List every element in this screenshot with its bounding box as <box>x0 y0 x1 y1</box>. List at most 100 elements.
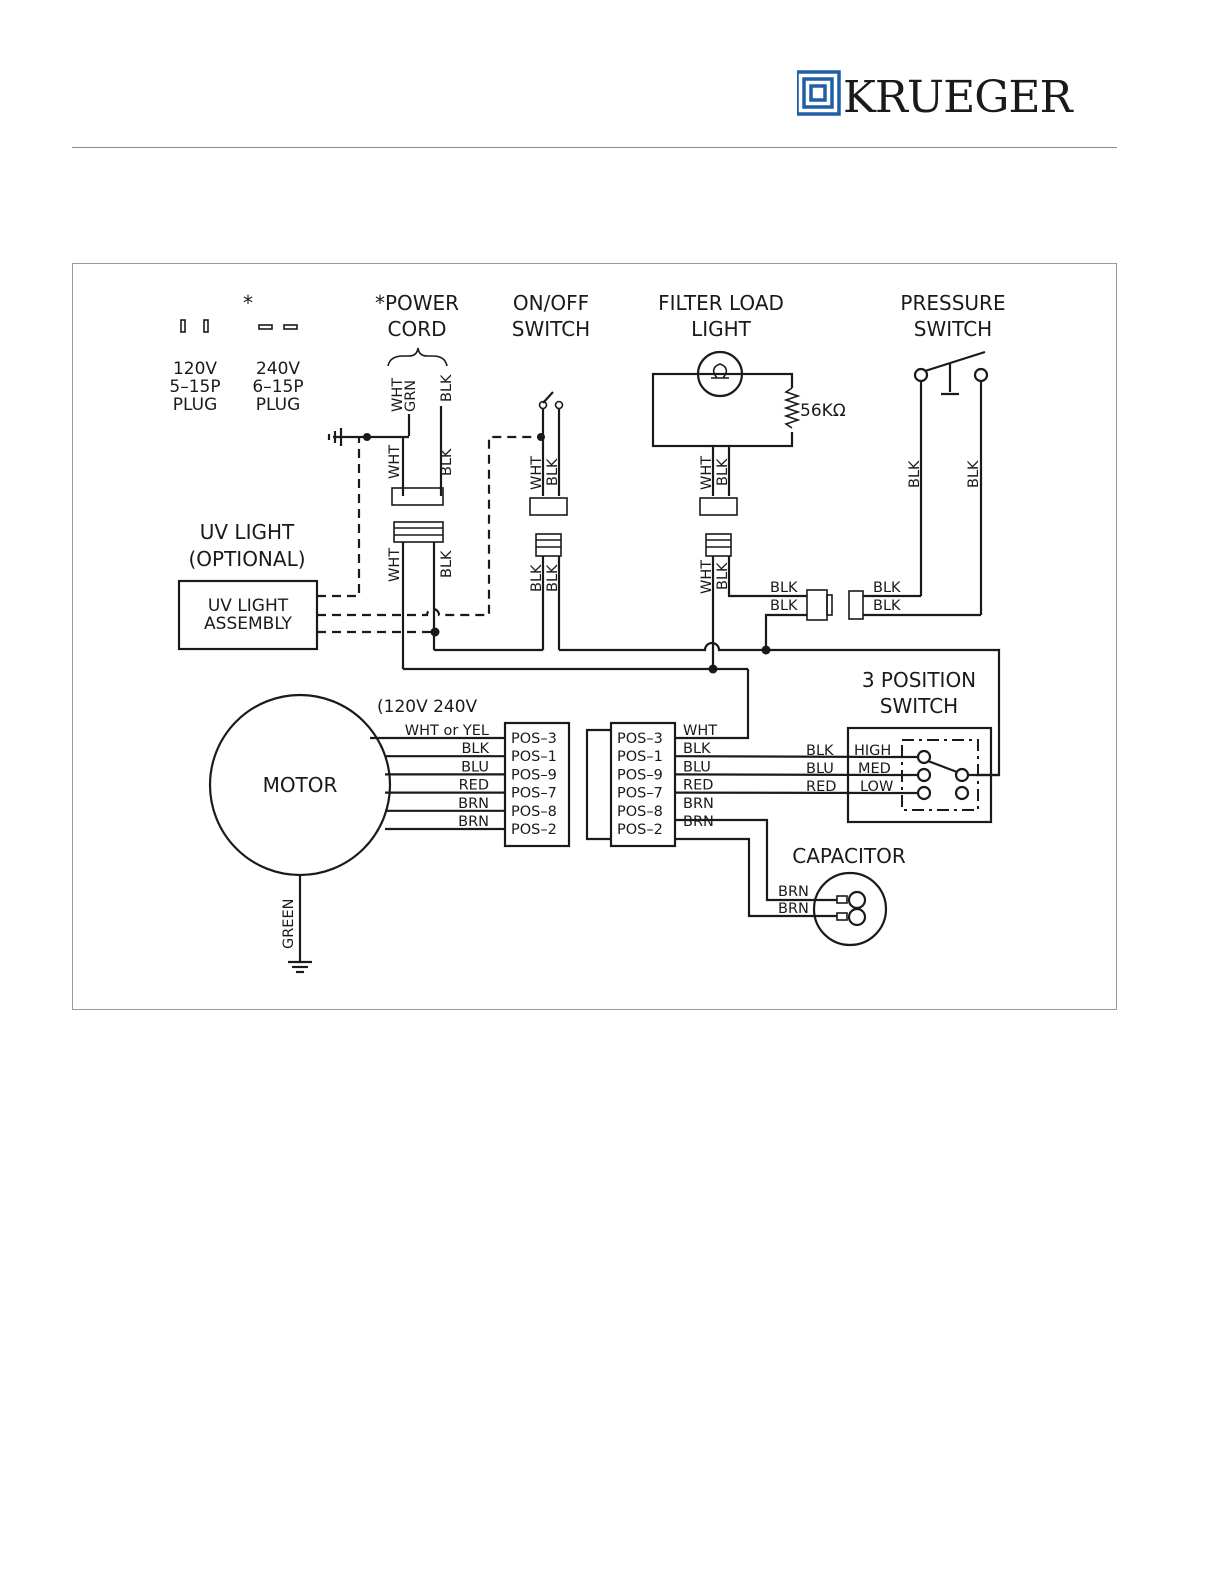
onoff-lower-blk-b-label: BLK <box>545 564 561 592</box>
harness-pos-4: POS–7 <box>617 786 663 802</box>
motor-pos-3: POS–9 <box>511 767 557 783</box>
onoff-plug-connector <box>529 497 568 516</box>
onoff-lower-blk-a-label: BLK <box>529 564 545 592</box>
motor-wire-label-1: WHT or YEL <box>405 723 489 739</box>
pos-jumper-bracket <box>585 728 611 841</box>
pressure-blk-b-label: BLK <box>966 460 982 488</box>
pressure-connector-female <box>848 590 864 620</box>
power-cord-title-1: *POWER <box>375 291 459 315</box>
switch-blk-label: BLK <box>806 743 834 759</box>
cord-lower-blk-label: BLK <box>439 448 455 476</box>
motor-wire-label-3: BLU <box>461 759 489 775</box>
switch3-high: HIGH <box>854 743 891 759</box>
filter-conn-blk-a-label: BLK <box>770 580 798 596</box>
cap-brn-b-label: BRN <box>778 901 809 917</box>
chassis-ground-icon <box>327 428 343 446</box>
onoff-wht-label: WHT <box>529 456 545 490</box>
filter-receptacle-connector <box>705 533 732 557</box>
motor-pos-block <box>503 721 571 848</box>
cord-brace <box>387 347 448 367</box>
harness-wire-label-4: RED <box>683 778 713 794</box>
onoff-lever <box>542 391 554 404</box>
filter-wht-label: WHT <box>699 456 715 490</box>
harness-pos-block <box>609 721 677 848</box>
harness-wire-label-5: BRN <box>683 796 714 812</box>
onoff-switch: WHT BLK BLK BLK <box>529 391 568 592</box>
motor-label: MOTOR <box>263 773 338 797</box>
onoff-contact-b <box>554 400 564 410</box>
cord-wire-grn-label: GRN <box>403 380 419 412</box>
filter-plug-connector <box>699 497 738 516</box>
harness-wire-label-2: BLK <box>683 741 711 757</box>
filter-blk-label: BLK <box>715 458 731 486</box>
harness-wire-label-1: WHT <box>683 723 717 739</box>
harness-pos-2: POS–1 <box>617 749 663 765</box>
switch-red-label: RED <box>806 779 836 795</box>
plug-120v-line3: PLUG <box>173 395 218 415</box>
capacitor-label: CAPACITOR <box>792 844 906 868</box>
switch3-title-1: 3 POSITION <box>862 668 976 692</box>
pressure-connector-male <box>806 589 828 621</box>
filter-lower-wht-label: WHT <box>699 560 715 594</box>
motor-pos-1: POS–3 <box>511 731 557 747</box>
harness-pos-5: POS–8 <box>617 804 663 820</box>
cord-wire-wht-label: WHT <box>390 378 406 412</box>
plug-240v-line3: PLUG <box>256 395 301 415</box>
motor: MOTOR (120V 240V GREEN WHT or YEL BLK BLU R… <box>208 693 505 974</box>
uv-box-line1: UV LIGHT <box>208 596 289 616</box>
pressure-switch-title-2: SWITCH <box>914 317 992 341</box>
cord-lower-wht-label: WHT <box>387 445 403 479</box>
motor-wire-label-2: BLK <box>461 741 489 757</box>
motor-wire-label-5: BRN <box>458 796 489 812</box>
cord-receptacle-connector <box>393 521 444 543</box>
harness-pos-6: POS–2 <box>617 822 663 838</box>
switch3-low: LOW <box>860 779 893 795</box>
pressure-contact-b <box>973 367 989 383</box>
harness-wire-label-6: BRN <box>683 814 714 830</box>
earth-ground-icon <box>288 960 312 974</box>
uv-switched-wire <box>317 435 543 617</box>
harness-wht-label: WHT <box>387 548 403 582</box>
pressure-lever <box>924 350 986 373</box>
pressure-switch-title-1: PRESSURE <box>900 291 1005 315</box>
three-position-switch: 3 POSITION SWITCH HIGH MED LOW <box>846 668 999 824</box>
resistor-value: 56KΩ <box>800 401 846 421</box>
krueger-logo: KRUEGER <box>795 70 1117 123</box>
pressure-conn-blk-b-label: BLK <box>873 598 901 614</box>
plug-240v-line2: 6–15P <box>252 377 303 397</box>
capacitor-icon <box>812 871 888 947</box>
filter-conn-blk-b-label: BLK <box>770 598 798 614</box>
motor-voltage-note: (120V 240V <box>377 697 478 717</box>
onoff-title-2: SWITCH <box>512 317 590 341</box>
plug-240v-icon <box>258 324 298 330</box>
resistor-icon <box>783 387 801 429</box>
cap-brn-a-label: BRN <box>778 884 809 900</box>
onoff-blk-label: BLK <box>545 458 561 486</box>
pressure-switch: BLK BLK BLK BLK BLK BLK <box>770 350 989 621</box>
plug-section: * 120V 5–15P PLUG 240V 6–15P PLUG <box>169 291 303 415</box>
main-harness <box>401 542 1001 777</box>
plug-asterisk: * <box>243 291 253 315</box>
filter-light-title-1: FILTER LOAD <box>658 291 784 315</box>
motor-ground-label: GREEN <box>281 899 297 949</box>
switch3-med: MED <box>858 761 891 777</box>
lamp-icon <box>696 350 744 398</box>
harness-pos-1: POS–3 <box>617 731 663 747</box>
brand-name: KRUEGER <box>843 72 1074 120</box>
filter-lower-blk-label: BLK <box>715 562 731 590</box>
filter-light-title-2: LIGHT <box>691 317 752 341</box>
pressure-conn-blk-a-label: BLK <box>873 580 901 596</box>
plug-240v-line1: 240V <box>256 359 300 379</box>
hot-bus-wire <box>559 641 1001 777</box>
motor-pos-6: POS–2 <box>511 822 557 838</box>
cord-plug-connector <box>391 487 444 506</box>
logo-mark-icon <box>795 70 841 116</box>
onoff-receptacle-connector <box>535 533 562 557</box>
power-cord: WHT GRN BLK WHT BLK WHT BLK <box>327 347 455 582</box>
power-cord-title-2: CORD <box>387 317 446 341</box>
motor-wire-label-4: RED <box>459 778 489 794</box>
speed-wire-0 <box>674 755 892 759</box>
wiring-diagram: * 120V 5–15P PLUG 240V 6–15P PLUG *POWER… <box>72 263 1117 1010</box>
plug-120v-line2: 5–15P <box>169 377 220 397</box>
neutral-to-pos3-wire <box>676 669 750 740</box>
